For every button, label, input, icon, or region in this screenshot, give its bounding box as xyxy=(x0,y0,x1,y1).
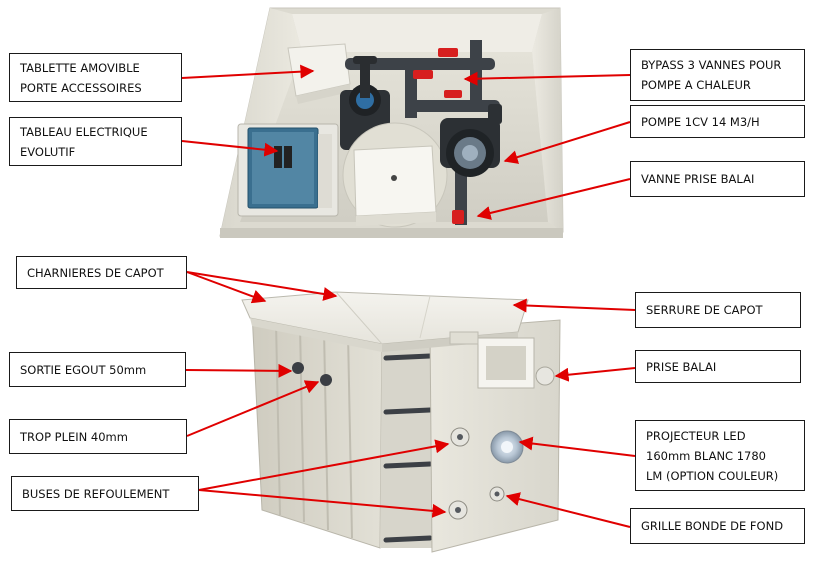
label-tablette: TABLETTE AMOVIBLE PORTE ACCESSOIRES xyxy=(9,53,182,102)
label-pompe: POMPE 1CV 14 M3/H xyxy=(630,105,805,138)
label-bypass: BYPASS 3 VANNES POUR POMPE A CHALEUR xyxy=(630,49,805,101)
label-buses: BUSES DE REFOULEMENT xyxy=(11,476,199,511)
label-bypass-line-1: BYPASS 3 VANNES POUR xyxy=(641,58,782,72)
label-buses-line-1: BUSES DE REFOULEMENT xyxy=(22,486,170,501)
label-tablette-line-2: PORTE ACCESSOIRES xyxy=(20,80,142,95)
label-grille: GRILLE BONDE DE FOND xyxy=(630,508,805,544)
label-grille-line-1: GRILLE BONDE DE FOND xyxy=(641,519,784,533)
label-projecteur: PROJECTEUR LED 160mm BLANC 1780 LM (OPTI… xyxy=(635,420,805,491)
label-prise-line-1: PRISE BALAI xyxy=(646,359,717,374)
label-pompe-line-1: POMPE 1CV 14 M3/H xyxy=(641,114,760,129)
label-tableau-line-2: EVOLUTIF xyxy=(20,144,76,159)
label-vanne-line-1: VANNE PRISE BALAI xyxy=(641,172,755,186)
label-tableau-line-1: TABLEAU ELECTRIQUE xyxy=(20,124,148,139)
label-sortie-line-1: SORTIE EGOUT 50mm xyxy=(20,362,147,377)
label-serrure: SERRURE DE CAPOT xyxy=(635,292,801,328)
bottom-photo xyxy=(241,291,561,553)
label-vanne: VANNE PRISE BALAI xyxy=(630,161,805,197)
label-projecteur-line-1: PROJECTEUR LED xyxy=(646,428,746,443)
label-charnieres-line-1: CHARNIERES DE CAPOT xyxy=(27,265,164,280)
label-projecteur-line-3: LM (OPTION COULEUR) xyxy=(646,468,779,483)
label-trop: TROP PLEIN 40mm xyxy=(9,419,187,454)
label-charnieres: CHARNIERES DE CAPOT xyxy=(16,256,187,289)
label-serrure-line-1: SERRURE DE CAPOT xyxy=(646,303,763,317)
label-tableau: TABLEAU ELECTRIQUE EVOLUTIF xyxy=(9,117,182,166)
label-sortie: SORTIE EGOUT 50mm xyxy=(9,352,186,387)
label-projecteur-line-2: 160mm BLANC 1780 xyxy=(646,448,766,463)
top-photo xyxy=(219,7,564,238)
label-tablette-line-1: TABLETTE AMOVIBLE xyxy=(20,60,140,75)
label-prise: PRISE BALAI xyxy=(635,350,801,383)
label-bypass-line-2: POMPE A CHALEUR xyxy=(641,78,751,92)
label-trop-line-1: TROP PLEIN 40mm xyxy=(20,429,128,444)
